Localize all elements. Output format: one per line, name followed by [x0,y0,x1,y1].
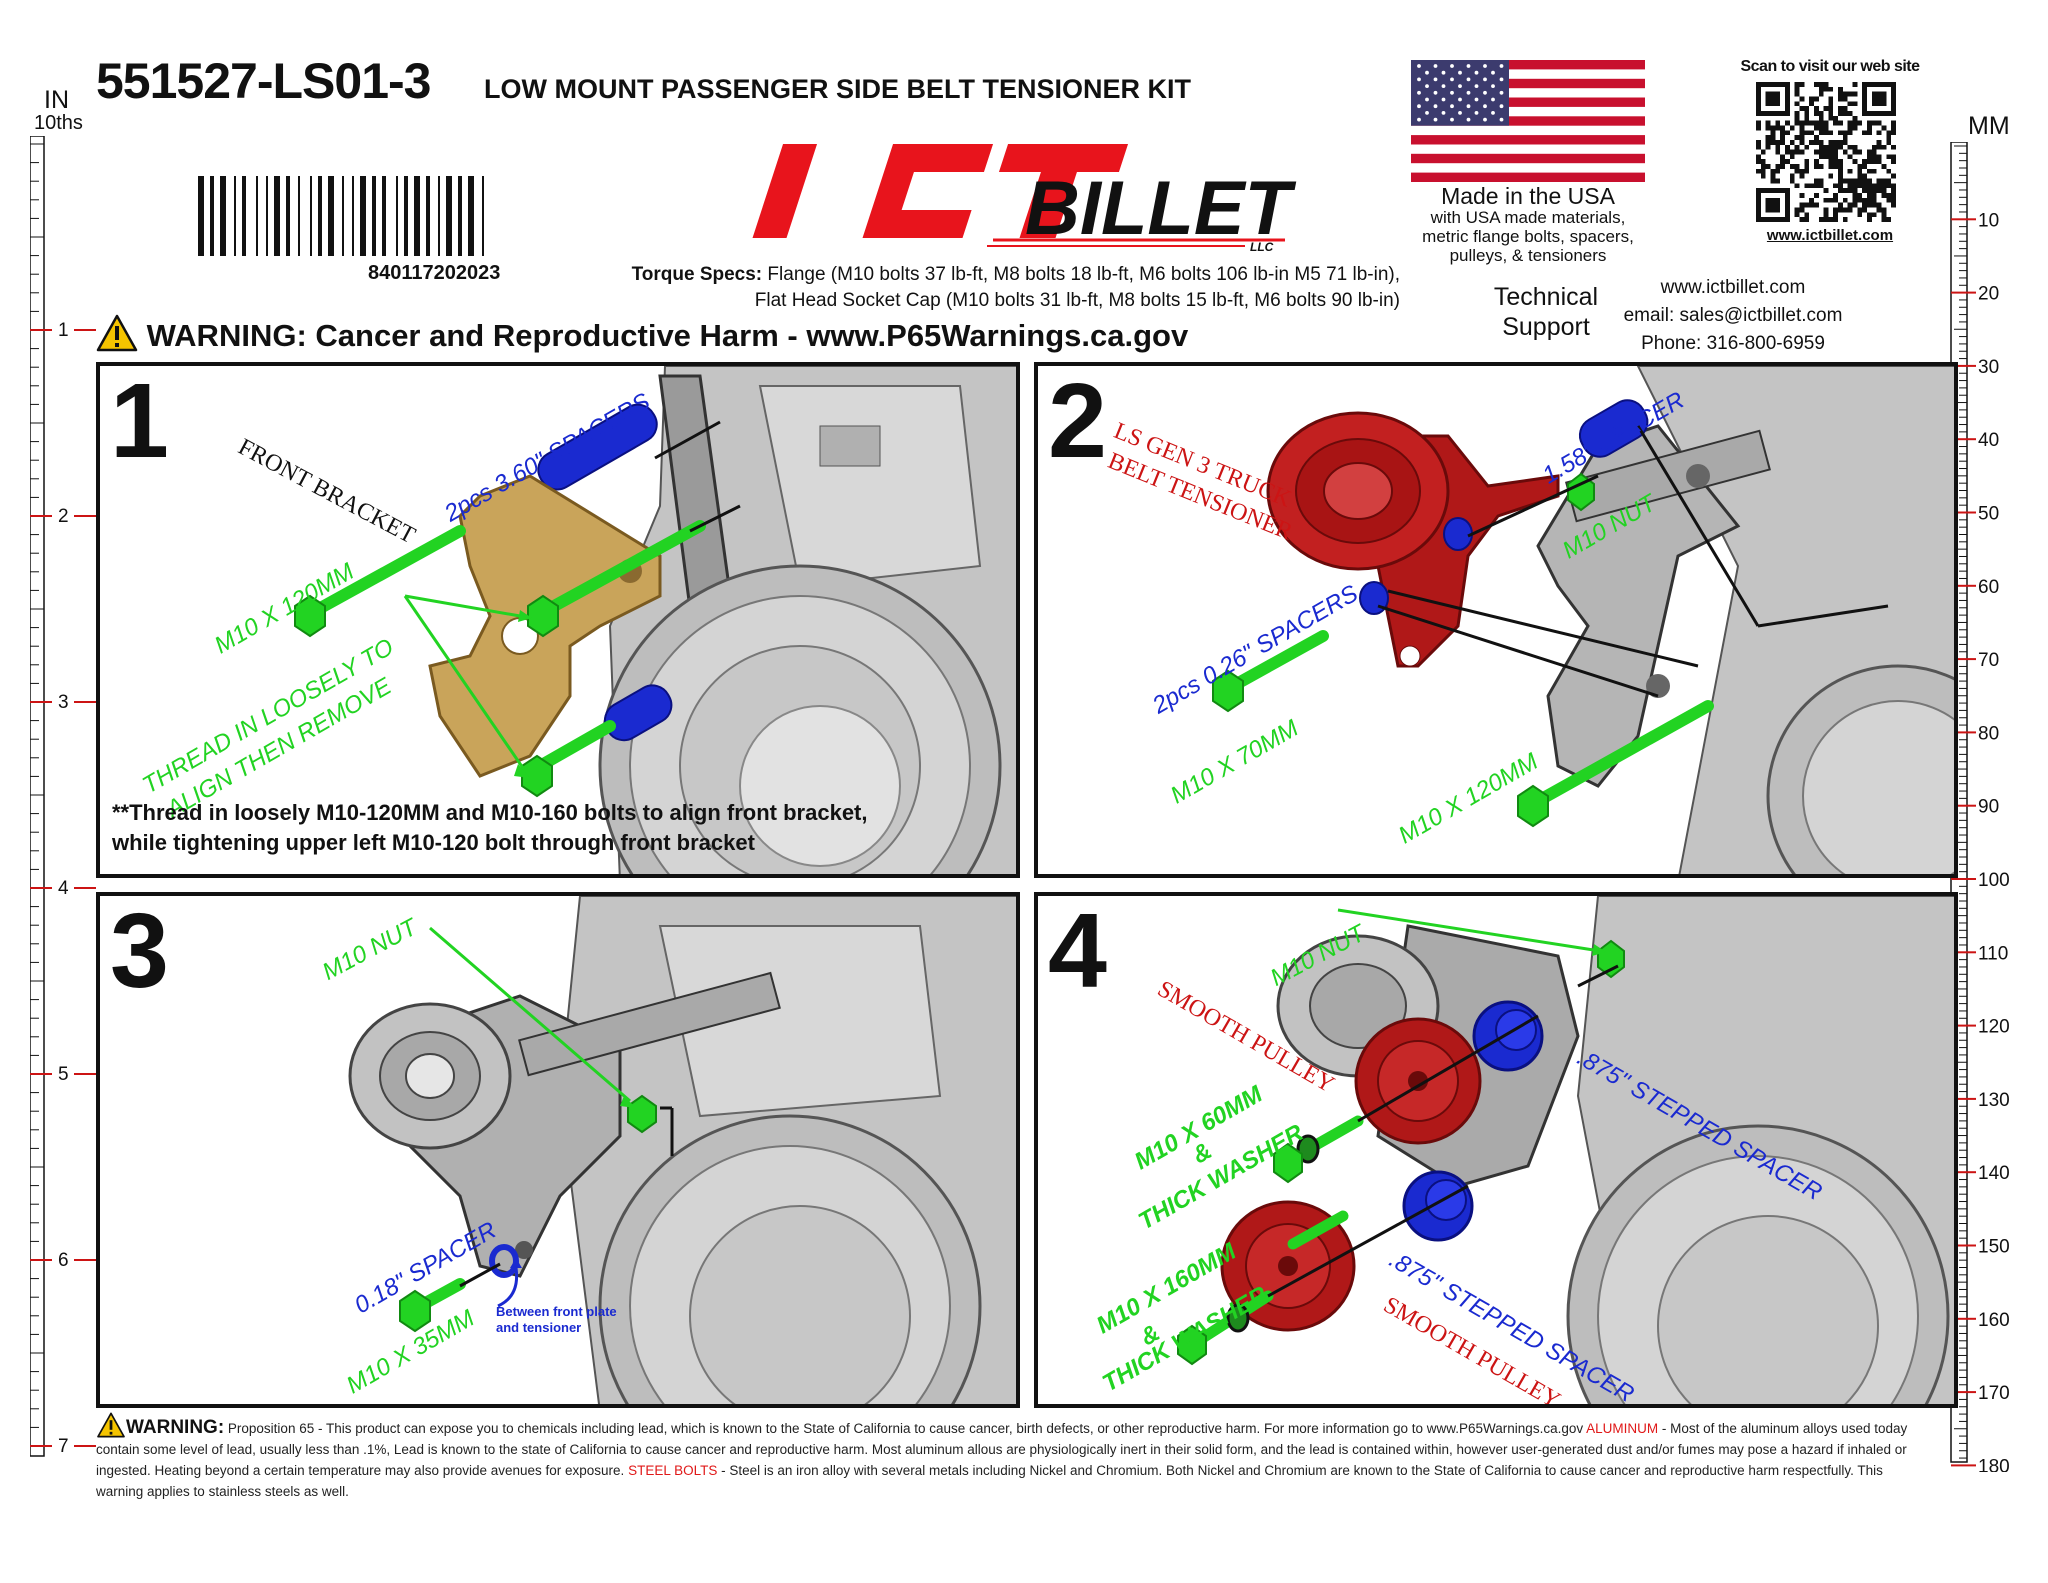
step-4-illustration [1177,896,1954,1404]
footer-steel: STEEL BOLTS [628,1463,718,1478]
usa-flag-icon [1411,60,1645,182]
svg-text:80: 80 [1978,723,1999,744]
svg-text:2: 2 [58,506,69,527]
svg-text:1: 1 [58,320,69,341]
step-1-number: 1 [110,362,169,480]
warning-triangle-icon [96,314,138,352]
part-number: 551527-LS01-3 [96,53,431,109]
kit-title: LOW MOUNT PASSENGER SIDE BELT TENSIONER … [484,74,1192,104]
svg-text:60: 60 [1978,577,1999,598]
made-in-usa-title: Made in the USA [1441,183,1615,209]
qr-caption: Scan to visit our web site [1740,58,1920,75]
svg-text:40: 40 [1978,430,1999,451]
svg-text:30: 30 [1978,357,1999,378]
qr-code-icon[interactable] [1756,82,1896,222]
step-3-number: 3 [110,892,169,1010]
svg-text:140: 140 [1978,1163,2010,1184]
step-1-note-line-2: while tightening upper left M10-120 bolt… [112,830,755,855]
svg-text:4: 4 [58,878,69,899]
between-plate-line-1: Between front plate [496,1304,617,1319]
svg-text:70: 70 [1978,650,1999,671]
svg-text:170: 170 [1978,1383,2010,1404]
warning-triangle-icon-small [97,1412,125,1438]
svg-text:160: 160 [1978,1310,2010,1331]
step-1-note: **Thread in loosely M10-120MM and M10-16… [112,798,868,858]
ruler-right-unit: MM [1968,112,2010,140]
ruler-left-sub: 10ths [34,112,83,134]
footer-aluminum: ALUMINUM [1586,1421,1659,1436]
barcode-number: 840117202023 [368,262,501,284]
step-3-panel: 3 M10 NUT 0.18" SPACER M10 X 35MM Betwee… [96,892,1020,1408]
svg-text:20: 20 [1978,284,1999,305]
qr-url-link[interactable]: www.ictbillet.com [1766,227,1894,244]
made-in-usa-line-2: with USA made materials, [1430,208,1626,227]
step-1-illustration [294,366,1016,874]
svg-text:LLC: LLC [1250,240,1274,253]
tech-line-1: Technical [1493,283,1599,311]
step-1-panel: 1 FRONT BRACKET 2pcs 3.60" SPACERS M10 X… [96,362,1020,878]
svg-text:3: 3 [58,692,69,713]
ruler-left-unit-text: IN [44,86,69,114]
footer-text-1: Proposition 65 - This product can expose… [224,1421,1587,1436]
step-2-panel: 2 LS GEN 3 TRUCK BELT TENSIONER 1.58" SP… [1034,362,1958,878]
torque-line-2: Flat Head Socket Cap (M10 bolts 31 lb-ft… [754,290,1400,311]
svg-text:50: 50 [1978,504,1999,525]
svg-text:110: 110 [1978,943,2008,964]
ruler-right: 10 20 30 40 50 60 70 80 90 100 110 120 130 140 150 160 1… [1950,142,2010,1472]
made-in-usa-line-3: metric flange bolts, spacers, [1422,227,1634,246]
step-1-note-line-1: **Thread in loosely M10-120MM and M10-16… [112,800,868,825]
footer-text-2: - Most of the aluminum alloys used today… [96,1421,1908,1478]
svg-text:180: 180 [1978,1456,2010,1472]
ruler-left-unit: IN [44,86,69,115]
svg-text:6: 6 [58,1250,69,1271]
cancer-warning-heading: WARNING: Cancer and Reproductive Harm - … [96,314,1188,354]
svg-text:100: 100 [1978,870,2010,891]
contact-info: www.ictbillet.com email: sales@ictbillet… [1600,274,1866,358]
svg-text:120: 120 [1978,1017,2010,1038]
ruler-left: 1 2 3 4 5 6 7 [30,136,96,1457]
svg-text:10: 10 [1978,210,1999,231]
website-link[interactable]: www.ictbillet.com [1660,277,1806,298]
logo-billet-text: BILLET [1025,166,1297,251]
torque-specs: Torque Specs: Flange (M10 bolts 37 lb-ft… [540,262,1400,314]
technical-support-label: Technical Support [1480,282,1612,342]
step-3-illustration [348,896,1016,1404]
svg-text:7: 7 [58,1436,69,1457]
cancer-warning-text: WARNING: Cancer and Reproductive Harm - … [146,318,1189,353]
step-2-number: 2 [1048,362,1107,480]
torque-line-1: Flange (M10 bolts 37 lb-ft, M8 bolts 18 … [762,264,1400,285]
step-4-number: 4 [1048,892,1107,1010]
svg-text:5: 5 [58,1064,69,1085]
step-4-panel: 4 M10 NUT SMOOTH PULLEY .875" STEPPED SP… [1034,892,1958,1408]
phone-number[interactable]: Phone: 316-800-6959 [1641,333,1825,354]
made-in-usa-line-4: pulleys, & tensioners [1449,246,1607,265]
step-2-illustration [1212,366,1954,874]
svg-text:90: 90 [1978,797,1999,818]
tech-line-2: Support [1502,313,1590,341]
torque-label: Torque Specs: [631,264,763,285]
svg-text:130: 130 [1978,1090,2010,1111]
between-plate-line-2: and tensioner [496,1320,582,1335]
ict-billet-logo: BILLET LLC [752,144,1297,253]
prop65-warning-footer: WARNING: Proposition 65 - This product c… [96,1412,1926,1502]
email-link[interactable]: email: sales@ictbillet.com [1623,305,1843,326]
made-in-usa: Made in the USA with USA made materials,… [1380,184,1676,265]
footer-warning-label: WARNING: [126,1417,225,1438]
footer-text-3: - Steel is an iron alloy with several me… [96,1463,1883,1499]
svg-text:150: 150 [1978,1237,2010,1258]
between-plate-note: Between front plate and tensioner [496,1304,617,1336]
barcode-image [198,176,484,256]
